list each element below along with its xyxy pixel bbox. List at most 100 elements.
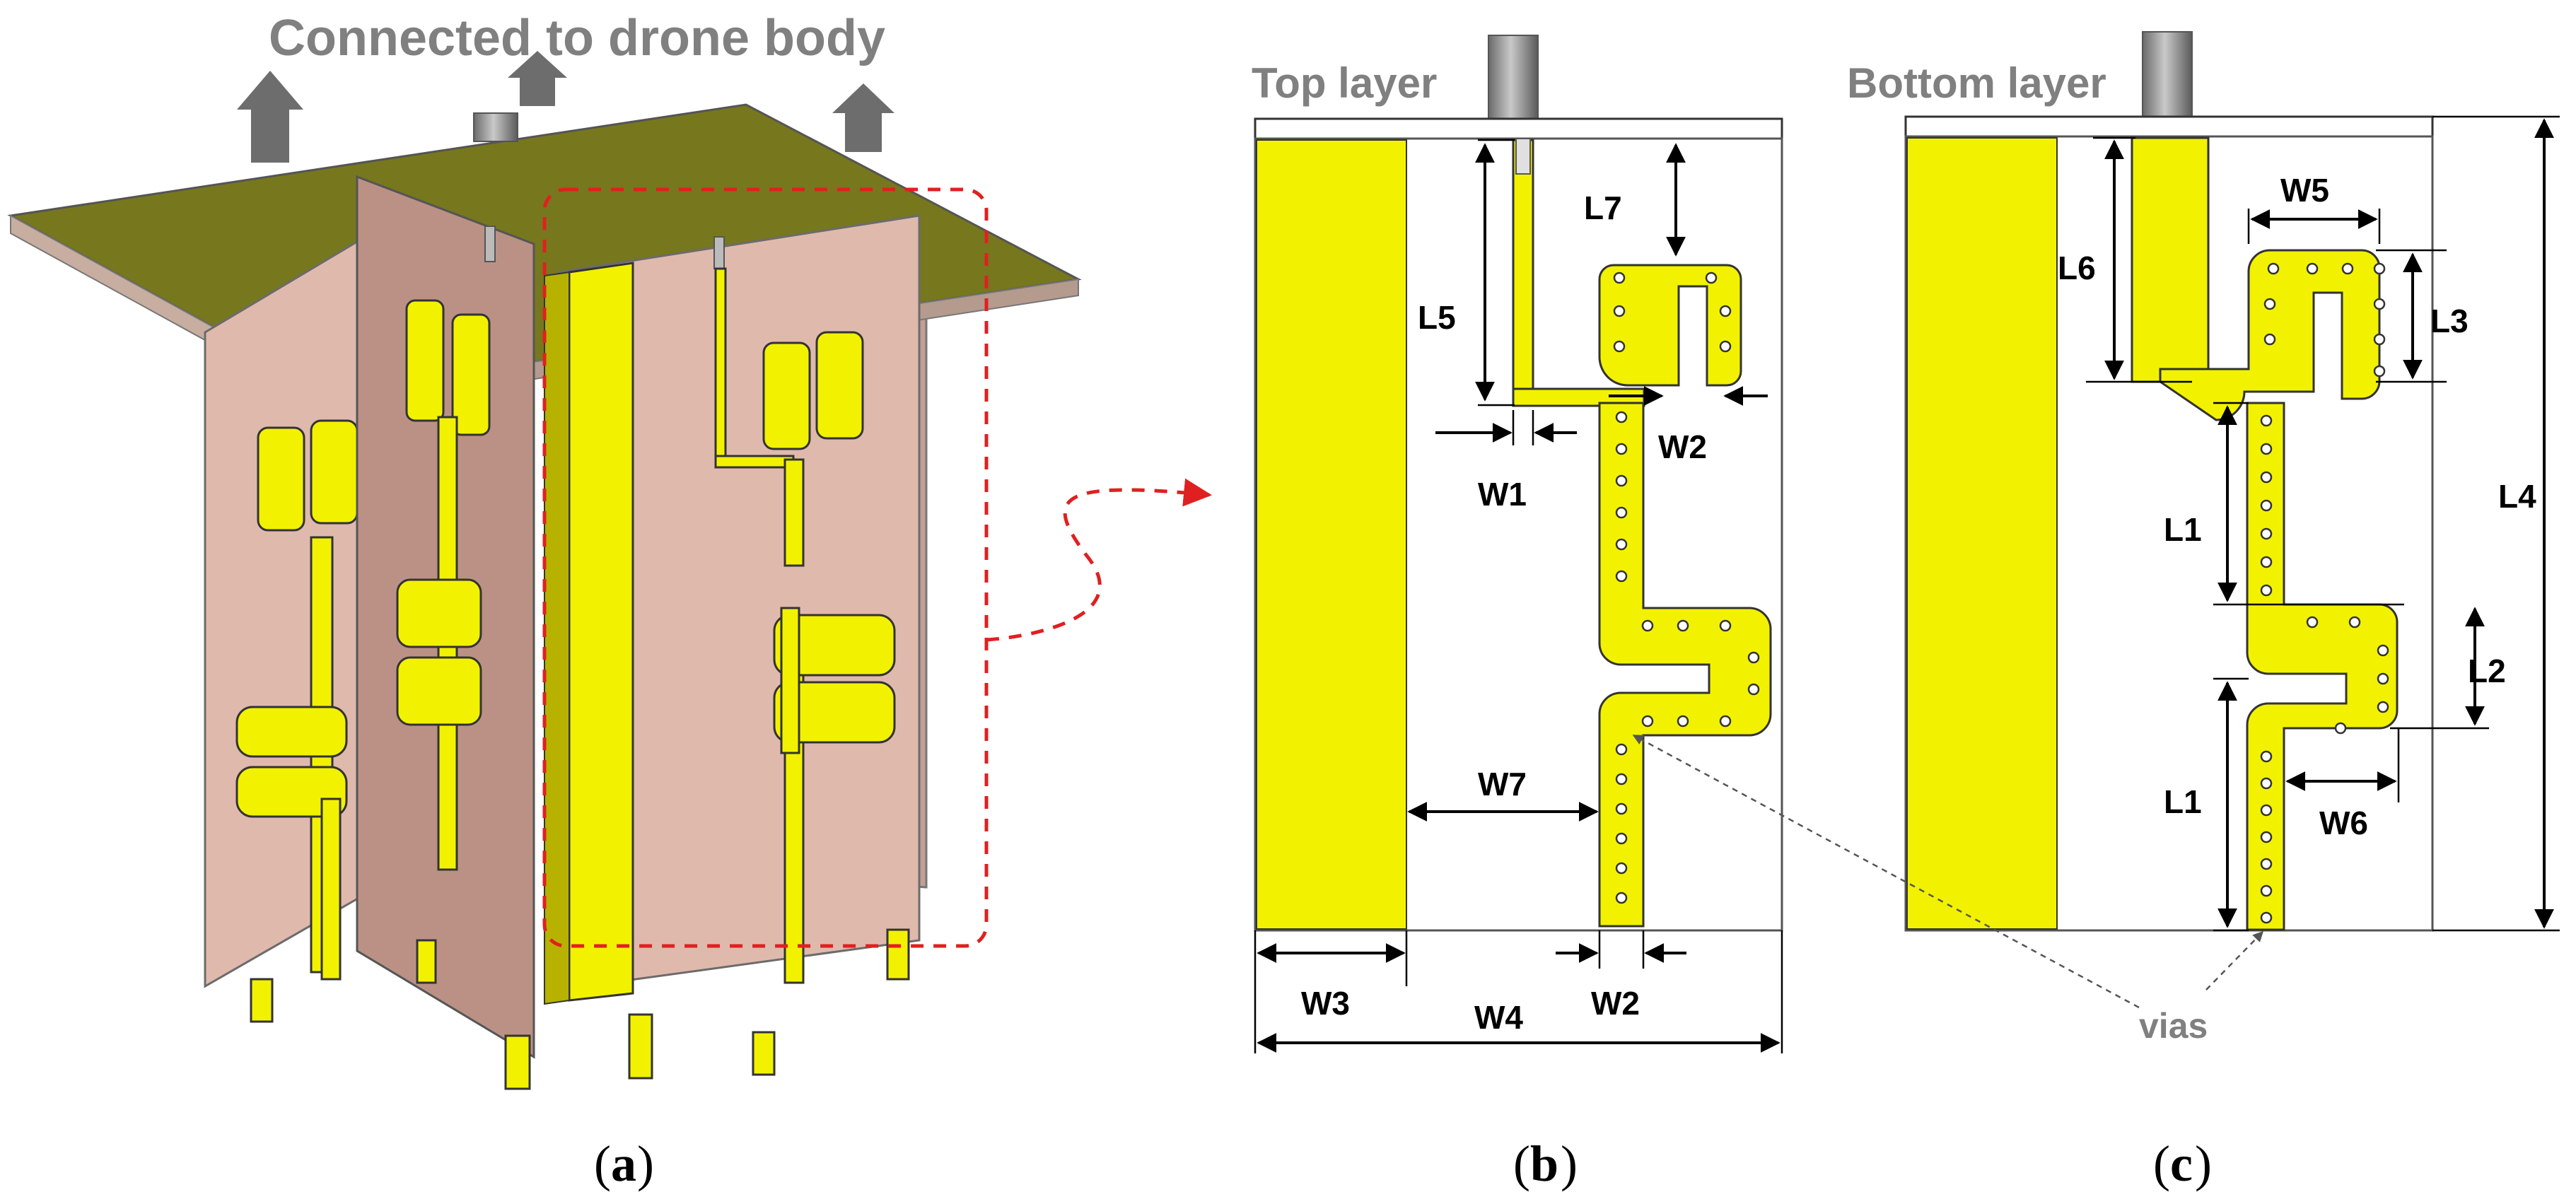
dim-W4: W4 (1474, 999, 1523, 1036)
caption-c-close: ) (2195, 1135, 2212, 1192)
highlight-leader (986, 478, 1212, 642)
dim-L2: L2 (2468, 653, 2506, 689)
up-arrow-middle (508, 51, 567, 106)
up-arrows (237, 51, 894, 163)
via-hole (1615, 411, 1628, 423)
via-hole (1615, 773, 1628, 785)
vias-b (1613, 271, 1760, 904)
dim-W5: W5 (2280, 172, 2329, 209)
ground-strip (568, 262, 634, 1002)
caption-b-open: ( (1513, 1135, 1530, 1192)
via-hole (1677, 715, 1689, 728)
caption-c-open: ( (2153, 1135, 2170, 1192)
ground-strip-c (1906, 137, 2058, 930)
right-panel-traces (714, 267, 896, 984)
via-hole (1613, 305, 1626, 317)
dim-L7: L7 (1584, 189, 1622, 226)
up-arrow-right (832, 83, 894, 152)
via-hole (2377, 701, 2389, 713)
caption-b-letter: b (1530, 1135, 1558, 1192)
via-hole (1615, 506, 1628, 519)
via-hole (2260, 556, 2273, 568)
connector-c (2142, 31, 2193, 121)
via-hole (2377, 672, 2389, 685)
via-hole (1719, 340, 1732, 353)
meander-upper-b (1598, 264, 1742, 387)
dim-L1-bottom: L1 (2164, 783, 2202, 820)
bottom-layer-title: Bottom layer (1847, 59, 2106, 107)
via-hole (2377, 644, 2389, 657)
via-hole (2260, 443, 2273, 455)
dim-L1-top: L1 (2164, 511, 2202, 548)
panel-c: Bottom layer W5 L6 L3 L4 (1632, 31, 2560, 1192)
via-hole (2260, 414, 2273, 427)
via-hole (1615, 743, 1628, 756)
via-hole (1615, 474, 1628, 487)
via-hole (2373, 365, 2386, 378)
middle-panel-traces (396, 299, 491, 871)
via-hole (2348, 616, 2361, 629)
via-hole (2260, 584, 2273, 597)
panel-a: Connected to drone body (7, 10, 1212, 1192)
left-panel-traces (235, 419, 359, 981)
meander-lower-b (1598, 402, 1772, 928)
via-hole (2260, 527, 2273, 540)
via-hole (1615, 570, 1628, 583)
via-hole (2260, 884, 2273, 897)
via-hole (2260, 777, 2273, 790)
dim-W7: W7 (1478, 766, 1527, 802)
ground-strip-side (544, 271, 570, 1005)
dimensions-b: L5 L7 W1 W2 W7 W3 W2 W4 (1254, 139, 1783, 1053)
center-connector (473, 112, 518, 142)
via-hole (1719, 619, 1732, 632)
via-hole (2260, 499, 2273, 512)
via-hole (1615, 832, 1628, 845)
panel-a-heading: Connected to drone body (269, 10, 885, 66)
connector-b (1488, 35, 1539, 121)
via-hole (2260, 471, 2273, 484)
panel-b: Top layer L5 L7 W1 W2 (1252, 35, 1783, 1192)
caption-a-close: ) (637, 1135, 654, 1192)
via-hole (1747, 651, 1760, 664)
up-arrow-left (237, 71, 303, 163)
vias-leaders (1632, 734, 2264, 1009)
via-hole (2373, 298, 2386, 310)
via-hole (1677, 619, 1689, 632)
feed-trace-b (1512, 139, 1645, 407)
caption-a-letter: a (611, 1135, 636, 1192)
patch-c (2131, 136, 2210, 383)
top-edge-b (1254, 117, 1783, 140)
via-hole (2334, 722, 2347, 735)
via-hole (1747, 683, 1760, 696)
dim-W3: W3 (1301, 985, 1350, 1022)
caption-c-letter: c (2170, 1135, 2193, 1192)
dim-L6: L6 (2058, 250, 2096, 286)
via-hole (1615, 443, 1628, 455)
top-edge-c (1904, 115, 2434, 138)
via-hole (2260, 911, 2273, 924)
dim-W2-top: W2 (1658, 428, 1707, 465)
via-hole (2267, 262, 2280, 275)
via-hole (1719, 715, 1732, 728)
via-hole (2263, 333, 2276, 346)
via-hole (1615, 892, 1628, 904)
via-hole (2260, 750, 2273, 763)
dim-W1: W1 (1478, 476, 1527, 513)
ground-strip-b (1256, 139, 1407, 930)
antenna-panel-left (204, 231, 373, 988)
vias-label: vias (2139, 1006, 2208, 1046)
via-hole (2260, 831, 2273, 843)
via-hole (1613, 271, 1626, 284)
via-hole (1613, 340, 1626, 353)
via-hole (2263, 298, 2276, 310)
dim-L5: L5 (1418, 299, 1456, 336)
via-hole (2306, 262, 2319, 275)
dim-W2-bottom: W2 (1591, 985, 1640, 1022)
dim-W6: W6 (2319, 805, 2368, 841)
via-hole (2373, 262, 2386, 275)
via-hole (1641, 715, 1654, 728)
dim-L3: L3 (2430, 303, 2469, 339)
via-hole (1615, 862, 1628, 875)
via-hole (1719, 305, 1732, 317)
highlight-box (542, 187, 989, 948)
